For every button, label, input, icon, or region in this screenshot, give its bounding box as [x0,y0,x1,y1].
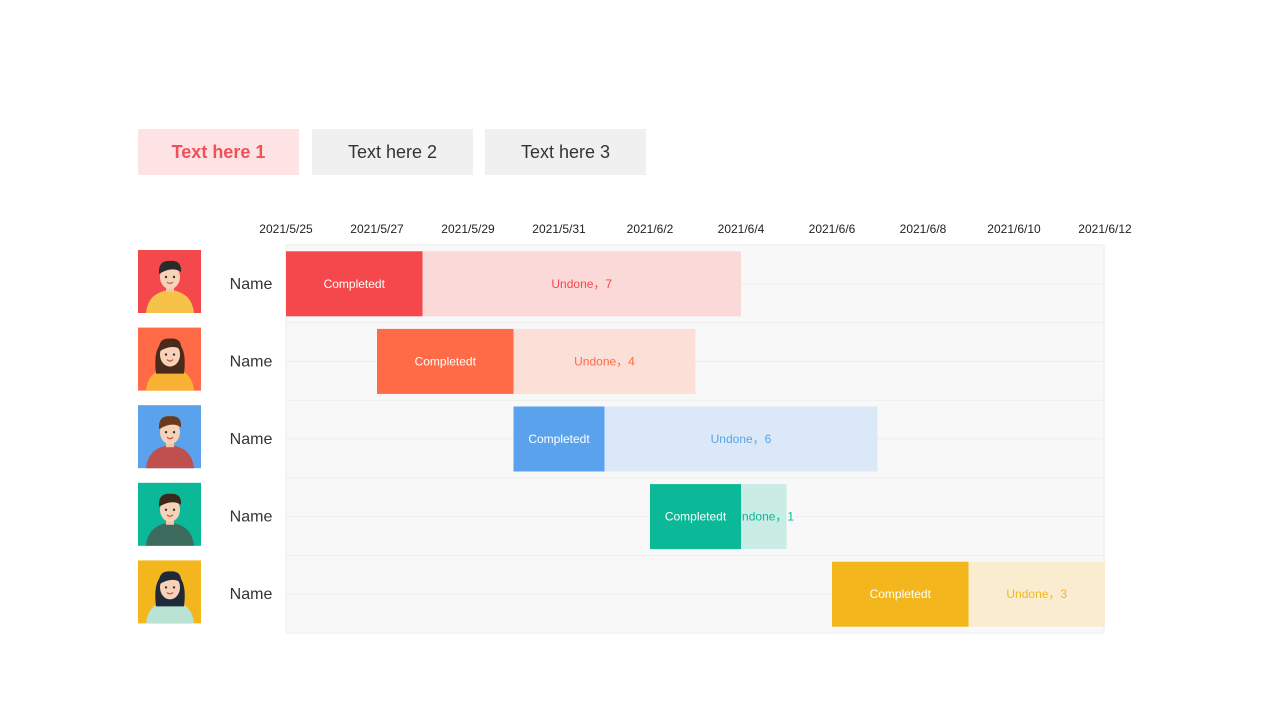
undone-bar-label: Undone，3 [1006,587,1067,601]
x-tick-label: 2021/6/12 [1078,222,1132,236]
undone-bar [513,328,696,394]
row-name-label: Name [230,586,273,603]
tab-2[interactable]: Text here 2 [312,129,473,175]
completed-bar [650,484,741,550]
undone-bar-label: Undone，7 [551,277,612,291]
row-name-label: Name [230,431,273,448]
undone-bar-label: Undone，1 [733,510,794,524]
x-tick-label: 2021/5/29 [441,222,495,236]
undone-bar [422,251,741,317]
undone-bar [741,484,787,550]
completed-bar [286,251,423,317]
completed-bar-label: Completedt [415,354,477,368]
tab-3[interactable]: Text here 3 [485,129,646,175]
x-tick-label: 2021/5/27 [350,222,404,236]
x-tick-label: 2021/6/4 [718,222,765,236]
person-avatar-1 [138,250,201,313]
x-tick-label: 2021/6/2 [627,222,674,236]
undone-bar-label: Undone，4 [574,354,635,368]
tab-1[interactable]: Text here 1 [138,129,299,175]
completed-bar-label: Completedt [870,587,932,601]
x-tick-label: 2021/5/31 [532,222,586,236]
x-tick-label: 2021/6/8 [900,222,947,236]
person-avatar-3 [138,405,201,469]
row-name-label: Name [230,509,273,526]
person-avatar-2 [138,327,201,391]
x-tick-label: 2021/6/10 [987,222,1041,236]
undone-bar [968,561,1105,627]
row-name-label: Name [230,353,273,370]
undone-bar [604,406,878,472]
person-avatar-4 [138,482,201,546]
x-tick-label: 2021/5/25 [259,222,313,236]
undone-bar-label: Undone，6 [711,432,772,446]
completed-bar [832,561,969,627]
completed-bar-label: Completedt [528,432,590,446]
completed-bar-label: Completedt [665,510,727,524]
row-name-label: Name [230,276,273,293]
completed-bar [513,406,605,472]
completed-bar-label: Completedt [324,277,386,291]
completed-bar [377,328,514,394]
person-avatar-5 [138,560,201,624]
x-tick-label: 2021/6/6 [809,222,856,236]
